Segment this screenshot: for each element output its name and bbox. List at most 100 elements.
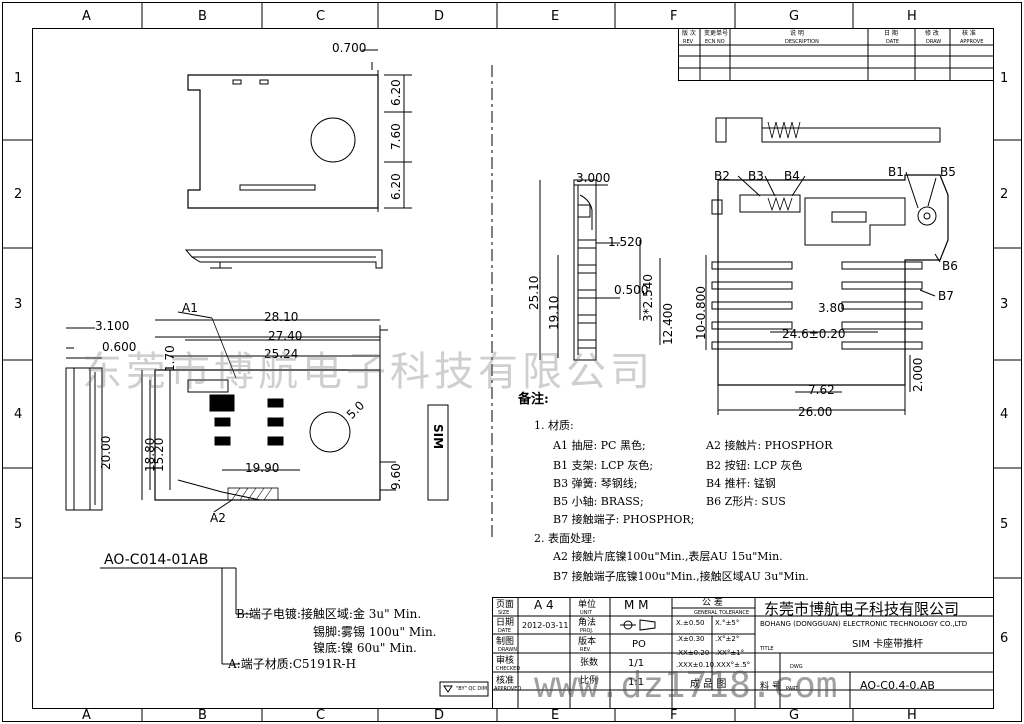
dim-2000b: 2.000 xyxy=(911,357,925,392)
tb-unit-value: M M xyxy=(624,598,649,612)
tb-page-label: 页面 xyxy=(496,600,515,610)
dim-762: 7.62 xyxy=(808,383,835,397)
label-b7: B7 xyxy=(938,289,954,303)
col-e-bottom: E xyxy=(551,708,560,723)
tb-tol-1: X.±0.50 xyxy=(676,619,705,627)
rev-header-approve: 核 准 xyxy=(962,30,976,37)
row-3-right: 3 xyxy=(1000,297,1009,312)
tb-proj-label: 角法 xyxy=(578,618,597,628)
dim-3000: 3.000 xyxy=(576,171,611,185)
tb-page-sub: SIZE xyxy=(498,610,510,616)
dim-1520: 15.20 xyxy=(152,437,166,472)
col-e-top: E xyxy=(551,9,560,24)
dim-12400: 12.400 xyxy=(661,303,675,345)
tb-date-label: 日期 xyxy=(496,618,515,628)
dim-2740: 27.40 xyxy=(268,329,303,343)
label-b4: B4 xyxy=(784,169,800,183)
note-a2: A2 接触片: PHOSPHOR xyxy=(706,439,833,452)
qc-symbol-icon xyxy=(439,681,489,697)
dim-380: 3.80 xyxy=(818,301,845,315)
tb-part-sub: PART xyxy=(786,686,799,692)
material-a: A:端子材质:C5191R-H xyxy=(228,657,357,671)
row-1-right: 1 xyxy=(1000,71,1009,86)
dim-2510: 25.10 xyxy=(527,275,541,310)
label-a1: A1 xyxy=(182,301,198,315)
tb-date-sub: DATE xyxy=(498,628,512,634)
note-surface-b7: B7 接触端子底镍100u"Min.,接触区域AU 3u"Min. xyxy=(553,570,809,583)
note-b4: B4 推杆: 锰钢 xyxy=(706,477,776,490)
col-f-top: F xyxy=(670,9,678,24)
dim-1520b: 1.520 xyxy=(608,235,643,249)
tb-part-value: AO-C0.4-0.AB xyxy=(860,679,935,692)
tb-dwg-sub: DWG xyxy=(790,664,803,670)
tb-tol-7: .XXX±0.10 xyxy=(676,661,715,669)
watermark-url: www.dz1718.com xyxy=(534,665,838,706)
front-view-drawing xyxy=(65,325,449,511)
note-b5: B5 小轴: BRASS; xyxy=(553,495,644,508)
dim-0700: 0.700 xyxy=(332,41,367,55)
tb-sheet-label: 张数 xyxy=(580,658,599,668)
projection-symbol-icon xyxy=(620,619,656,631)
note-b3: B3 弹簧: 琴钢线; xyxy=(553,477,638,490)
notes-title: 备注: xyxy=(518,392,549,407)
dim-10800: 10-0.800 xyxy=(694,286,708,340)
dim-2600: 26.00 xyxy=(798,405,833,419)
row-5-right: 5 xyxy=(1000,517,1009,532)
rev-sub-desc: DESCRIPTION xyxy=(785,39,819,45)
watermark-company: 东莞市博航电子科技有限公司 xyxy=(82,349,654,395)
bottom-view-dims xyxy=(705,171,941,415)
contact-rows xyxy=(711,261,923,350)
note-b1: B1 支架: LCP 灰色; xyxy=(553,459,654,472)
tb-rev-sub: REV. xyxy=(580,647,591,653)
tb-proj-sub: PROJ. xyxy=(580,628,594,634)
col-d-top: D xyxy=(434,9,445,24)
tb-drawn-label: 制图 xyxy=(496,637,515,647)
label-b1: B1 xyxy=(888,165,904,179)
side-view-dims xyxy=(539,180,661,360)
tb-tol-4: .X°±2° xyxy=(715,635,740,643)
rev-header-date: 日 期 xyxy=(884,30,898,37)
rev-header-desc: 说 明 xyxy=(790,30,804,37)
dim-1990: 19.90 xyxy=(245,461,280,475)
col-d-bottom: D xyxy=(434,708,445,723)
col-a-top: A xyxy=(82,9,91,24)
tb-tol-8: .XXX°±.5° xyxy=(714,661,751,669)
bottom-view-drawing xyxy=(711,117,949,386)
part-number: AO-C014-01AB xyxy=(104,552,209,568)
rev-header-rev: 版 次 xyxy=(682,30,696,37)
dim-620-bottom: 6.20 xyxy=(389,173,403,200)
tb-title-value: SIM 卡座带推杆 xyxy=(852,639,924,650)
dim-960: 9.60 xyxy=(389,463,403,490)
tb-rev-value: PO xyxy=(632,639,646,650)
dim-760: 7.60 xyxy=(389,123,403,150)
tb-unit-sub: UNIT xyxy=(580,610,592,616)
dim-246: 24.6±0.20 xyxy=(782,327,846,341)
top-view-dims xyxy=(362,49,412,209)
tb-tol-sub: GENERAL TOLERANCE xyxy=(694,610,750,616)
col-a-bottom: A xyxy=(82,708,91,723)
tb-tol-6: .XX°±1° xyxy=(715,649,745,657)
row-1-left: 1 xyxy=(14,71,23,86)
revision-table xyxy=(678,28,994,81)
tb-unit-label: 单位 xyxy=(578,600,597,610)
tb-scale-value: 1:1 xyxy=(628,677,645,688)
row-6-left: 6 xyxy=(14,631,23,646)
dim-2524: 25.24 xyxy=(264,347,299,361)
tb-title-sub: TITLE xyxy=(760,646,774,652)
dim-3100: 3.100 xyxy=(95,319,130,333)
label-a2: A2 xyxy=(210,511,226,525)
tb-sheet-value: 1/1 xyxy=(628,658,645,669)
dim-0600: 0.600 xyxy=(102,340,137,354)
note-surface-a2: A2 接触片底镍100u"Min.,表层AU 15u"Min. xyxy=(553,550,783,563)
title-block-grid xyxy=(492,597,994,709)
tb-checked-label: 审核 xyxy=(496,656,515,666)
col-b-bottom: B xyxy=(198,708,207,723)
label-sim: SIM xyxy=(431,424,445,450)
tb-tol-5: .XX±0.20 xyxy=(676,649,710,657)
tb-approved-sub: APPROVED xyxy=(494,686,522,692)
dim-2000: 20.00 xyxy=(99,435,113,470)
tb-drawing-no-label: 成 品 图 xyxy=(690,679,727,690)
tb-page-value: A 4 xyxy=(534,598,554,612)
tb-checked-sub: CHECKED xyxy=(496,666,521,672)
